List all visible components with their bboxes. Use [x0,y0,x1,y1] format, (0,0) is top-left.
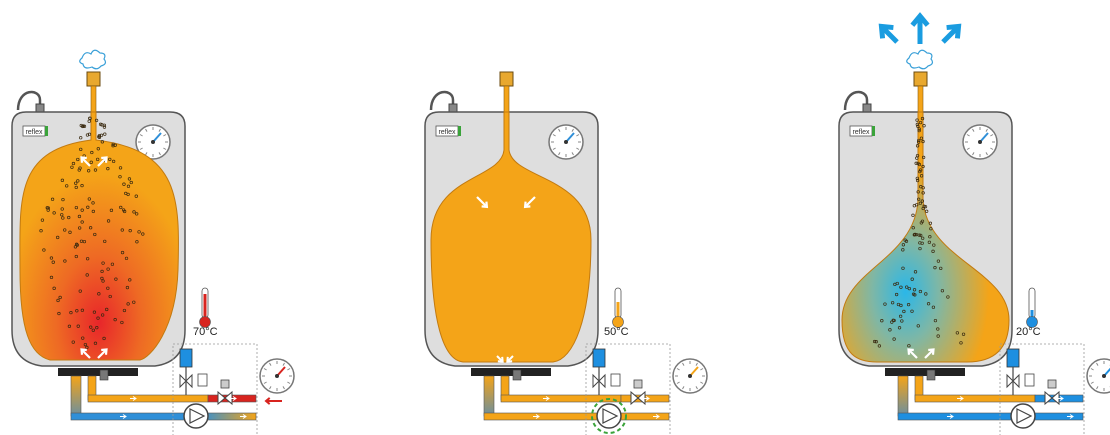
actuator-icon [1048,380,1056,388]
neck-pipe [918,86,923,112]
temperature-label: 50°C [604,326,629,338]
vessel-panel-cooling: reflex [425,72,707,435]
switch-icon [198,374,207,386]
brand-logo-text: reflex [25,129,43,136]
steam-puff-icon [80,50,106,69]
pipe-down [71,376,81,416]
actuator-icon [634,380,642,388]
level-sensor-icon [1007,349,1019,367]
switch-icon [611,374,620,386]
actuator-icon [221,380,229,388]
filter-icon [100,370,108,380]
level-sensor-icon [180,349,192,367]
air-vent-valve [87,72,100,86]
vessel-base [58,368,138,376]
pipe-down [898,376,908,416]
steam-puff-icon [907,50,933,69]
level-sensor-icon [593,349,605,367]
switch-icon [1025,374,1034,386]
temperature-label: 70°C [193,326,218,338]
vessel-base [471,368,551,376]
return-pipe [71,413,256,420]
return-pipe [484,413,669,420]
brand-logo-text: reflex [852,129,870,136]
filter-icon [927,370,935,380]
feed-pipe [915,395,1035,402]
temperature-label: 20°C [1016,326,1041,338]
air-vent-valve [500,72,513,86]
feed-pipe [88,395,208,402]
air-vent-valve [914,72,927,86]
vessel-panel-cold: reflex [839,16,1110,435]
pipe-down [484,376,494,416]
neck-pipe [504,86,509,112]
return-pipe [898,413,1083,420]
filter-icon [513,370,521,380]
neck-pipe [91,86,96,112]
vessel-base [885,368,965,376]
vessel-panel-heating: reflex [12,50,294,435]
brand-logo-text: reflex [438,129,456,136]
